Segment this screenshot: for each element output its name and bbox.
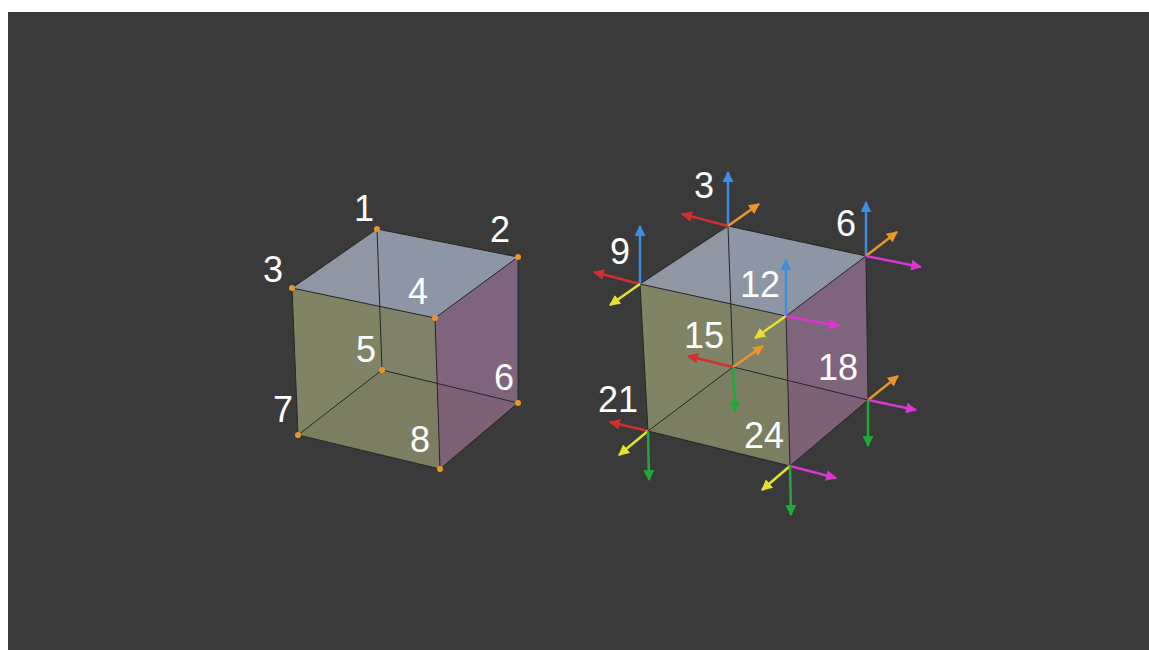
vertex-number: 3 [263, 252, 283, 288]
right-cube [594, 172, 921, 515]
vertex-number: 9 [610, 234, 630, 270]
vertex-number: 2 [490, 212, 510, 248]
vertex-number: 12 [740, 267, 780, 303]
vertex-number: 6 [836, 206, 856, 242]
normal-arrows [594, 172, 921, 515]
cube-edges [292, 229, 518, 469]
cube-face [640, 226, 866, 316]
vertex-number: 21 [598, 382, 638, 418]
left-cube [289, 226, 521, 472]
vertex-number: 24 [744, 418, 784, 454]
vertex-number: 6 [494, 360, 514, 396]
cube-edges [640, 226, 868, 466]
vertex-dots [289, 226, 521, 472]
vertex-number: 4 [408, 274, 428, 310]
background [8, 12, 1149, 650]
vertex-number: 3 [694, 168, 714, 204]
vertex-number: 18 [818, 350, 858, 386]
vertex-number: 5 [356, 332, 376, 368]
vertex-number: 15 [684, 318, 724, 354]
vertex-number: 1 [354, 191, 374, 227]
cube-face [292, 229, 518, 318]
vertex-number: 7 [273, 392, 293, 428]
vertex-number: 8 [410, 422, 430, 458]
